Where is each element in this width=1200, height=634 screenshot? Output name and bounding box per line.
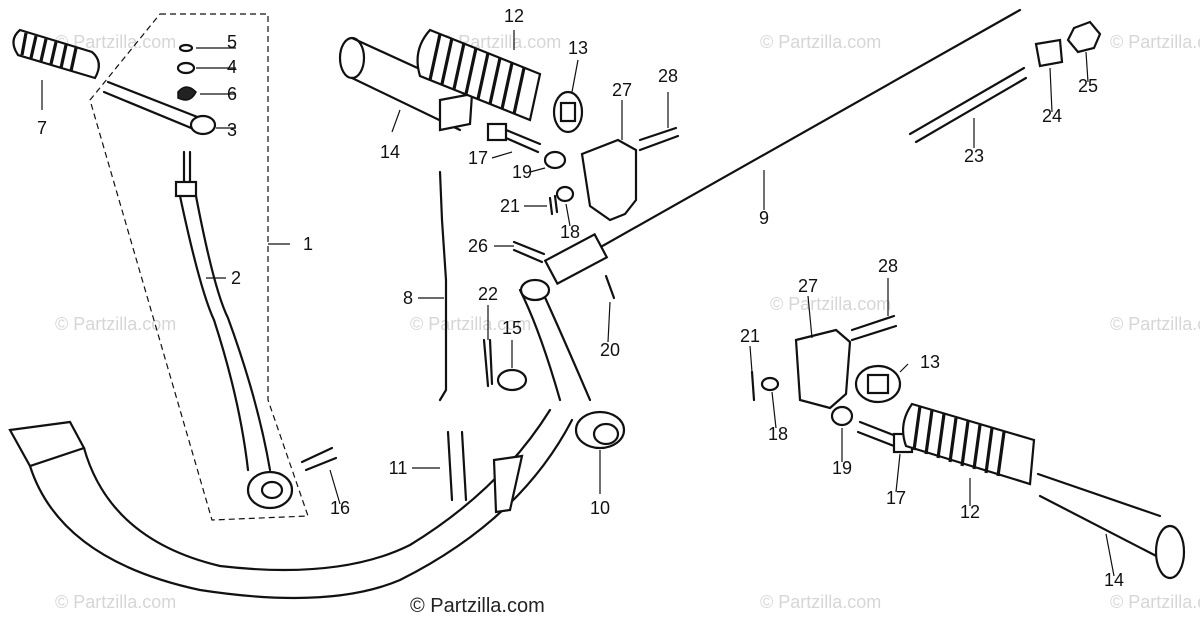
callout-17-right: 17 xyxy=(886,488,906,508)
part-18-washer-right xyxy=(760,376,780,392)
callout-16: 16 xyxy=(330,498,350,518)
part-13-washer xyxy=(552,90,584,134)
callout-18: 18 xyxy=(560,222,580,242)
watermark: © Partzilla.com xyxy=(1110,592,1200,612)
callout-20: 20 xyxy=(600,340,620,360)
part-16-bolt xyxy=(300,446,338,472)
part-28-pin-right xyxy=(850,314,898,342)
part-12-peg-rubber xyxy=(416,28,542,122)
part-24-pivot xyxy=(1034,38,1064,68)
callout-15: 15 xyxy=(502,318,522,338)
part-19-washer-right xyxy=(830,405,854,427)
assembly-outline xyxy=(89,13,309,521)
callout-14-right: 14 xyxy=(1104,570,1124,590)
callout-27-right: 27 xyxy=(798,276,818,296)
part-28-pin xyxy=(638,126,680,152)
callout-11: 11 xyxy=(389,458,408,478)
callout-2: 2 xyxy=(231,268,241,288)
part-18-washer xyxy=(555,185,575,203)
callout-22: 22 xyxy=(478,284,498,304)
part-20-pin xyxy=(604,274,616,300)
callout-12: 12 xyxy=(504,6,524,26)
part-21-pin-right xyxy=(750,370,756,402)
part-15-washer xyxy=(496,368,528,392)
callout-3: 3 xyxy=(227,120,237,140)
part-27-bracket-right xyxy=(794,328,852,410)
callout-10: 10 xyxy=(590,498,610,518)
callout-17: 17 xyxy=(468,148,488,168)
callout-13-right: 13 xyxy=(920,352,940,372)
part-21-pin xyxy=(548,194,559,216)
callout-7: 7 xyxy=(37,118,47,138)
part-8-spring xyxy=(438,170,448,402)
callout-4: 4 xyxy=(227,57,237,77)
callout-13: 13 xyxy=(568,38,588,58)
callout-6: 6 xyxy=(227,84,237,104)
callout-26: 26 xyxy=(468,236,488,256)
watermark: © Partzilla.com xyxy=(760,592,881,612)
part-17-bolt xyxy=(486,122,542,154)
part-7-peg-rubber xyxy=(12,28,100,80)
callout-9: 9 xyxy=(759,208,769,228)
watermark: © Partzilla.com xyxy=(410,314,531,334)
part-12-peg-rubber-right xyxy=(901,402,1036,486)
callout-28-right: 28 xyxy=(878,256,898,276)
callout-12-right: 12 xyxy=(960,502,980,522)
copyright-notice: © Partzilla.com xyxy=(410,595,545,617)
callout-21-right: 21 xyxy=(740,326,760,346)
watermark: © Partzilla.com xyxy=(770,294,891,314)
part-22-pin xyxy=(482,338,494,388)
callout-5: 5 xyxy=(227,32,237,52)
callout-21: 21 xyxy=(500,196,520,216)
watermark: © Partzilla.com xyxy=(1110,32,1200,52)
watermark: © Partzilla.com xyxy=(55,592,176,612)
part-14-peg-shaft-right xyxy=(1036,472,1186,580)
callout-25: 25 xyxy=(1078,76,1098,96)
leader-lines xyxy=(41,30,1115,577)
callout-14: 14 xyxy=(380,142,400,162)
part-14-peg-shaft xyxy=(338,36,474,132)
watermark: © Partzilla.com xyxy=(1110,314,1200,334)
part-26-bolt xyxy=(512,240,546,264)
callout-28: 28 xyxy=(658,66,678,86)
part-2-shift-arm xyxy=(102,43,294,510)
callout-24: 24 xyxy=(1042,106,1062,126)
part-13-washer-right xyxy=(854,364,902,404)
callout-1: 1 xyxy=(303,234,313,254)
watermark: © Partzilla.com xyxy=(55,314,176,334)
callout-19-right: 19 xyxy=(832,458,852,478)
callout-23: 23 xyxy=(964,146,984,166)
part-9-brake-rod xyxy=(543,8,1022,286)
callout-19: 19 xyxy=(512,162,532,182)
watermark: © Partzilla.com xyxy=(760,32,881,52)
part-27-bracket xyxy=(580,138,638,222)
part-23-spring xyxy=(908,66,1028,144)
callout-18-right: 18 xyxy=(768,424,788,444)
watermark-layer: © Partzilla.com © Partzilla.com © Partzi… xyxy=(55,32,1200,612)
callout-27: 27 xyxy=(612,80,632,100)
part-11-spring xyxy=(446,430,468,502)
pedal-clip xyxy=(492,454,524,514)
callout-labels: 1 2 3 4 5 6 7 8 9 10 11 12 13 14 15 16 1… xyxy=(37,6,1124,590)
part-25-nut xyxy=(1066,20,1102,54)
part-10-brake-pedal xyxy=(8,278,626,600)
callout-8: 8 xyxy=(403,288,413,308)
part-19-washer xyxy=(543,150,567,170)
watermark: © Partzilla.com xyxy=(55,32,176,52)
